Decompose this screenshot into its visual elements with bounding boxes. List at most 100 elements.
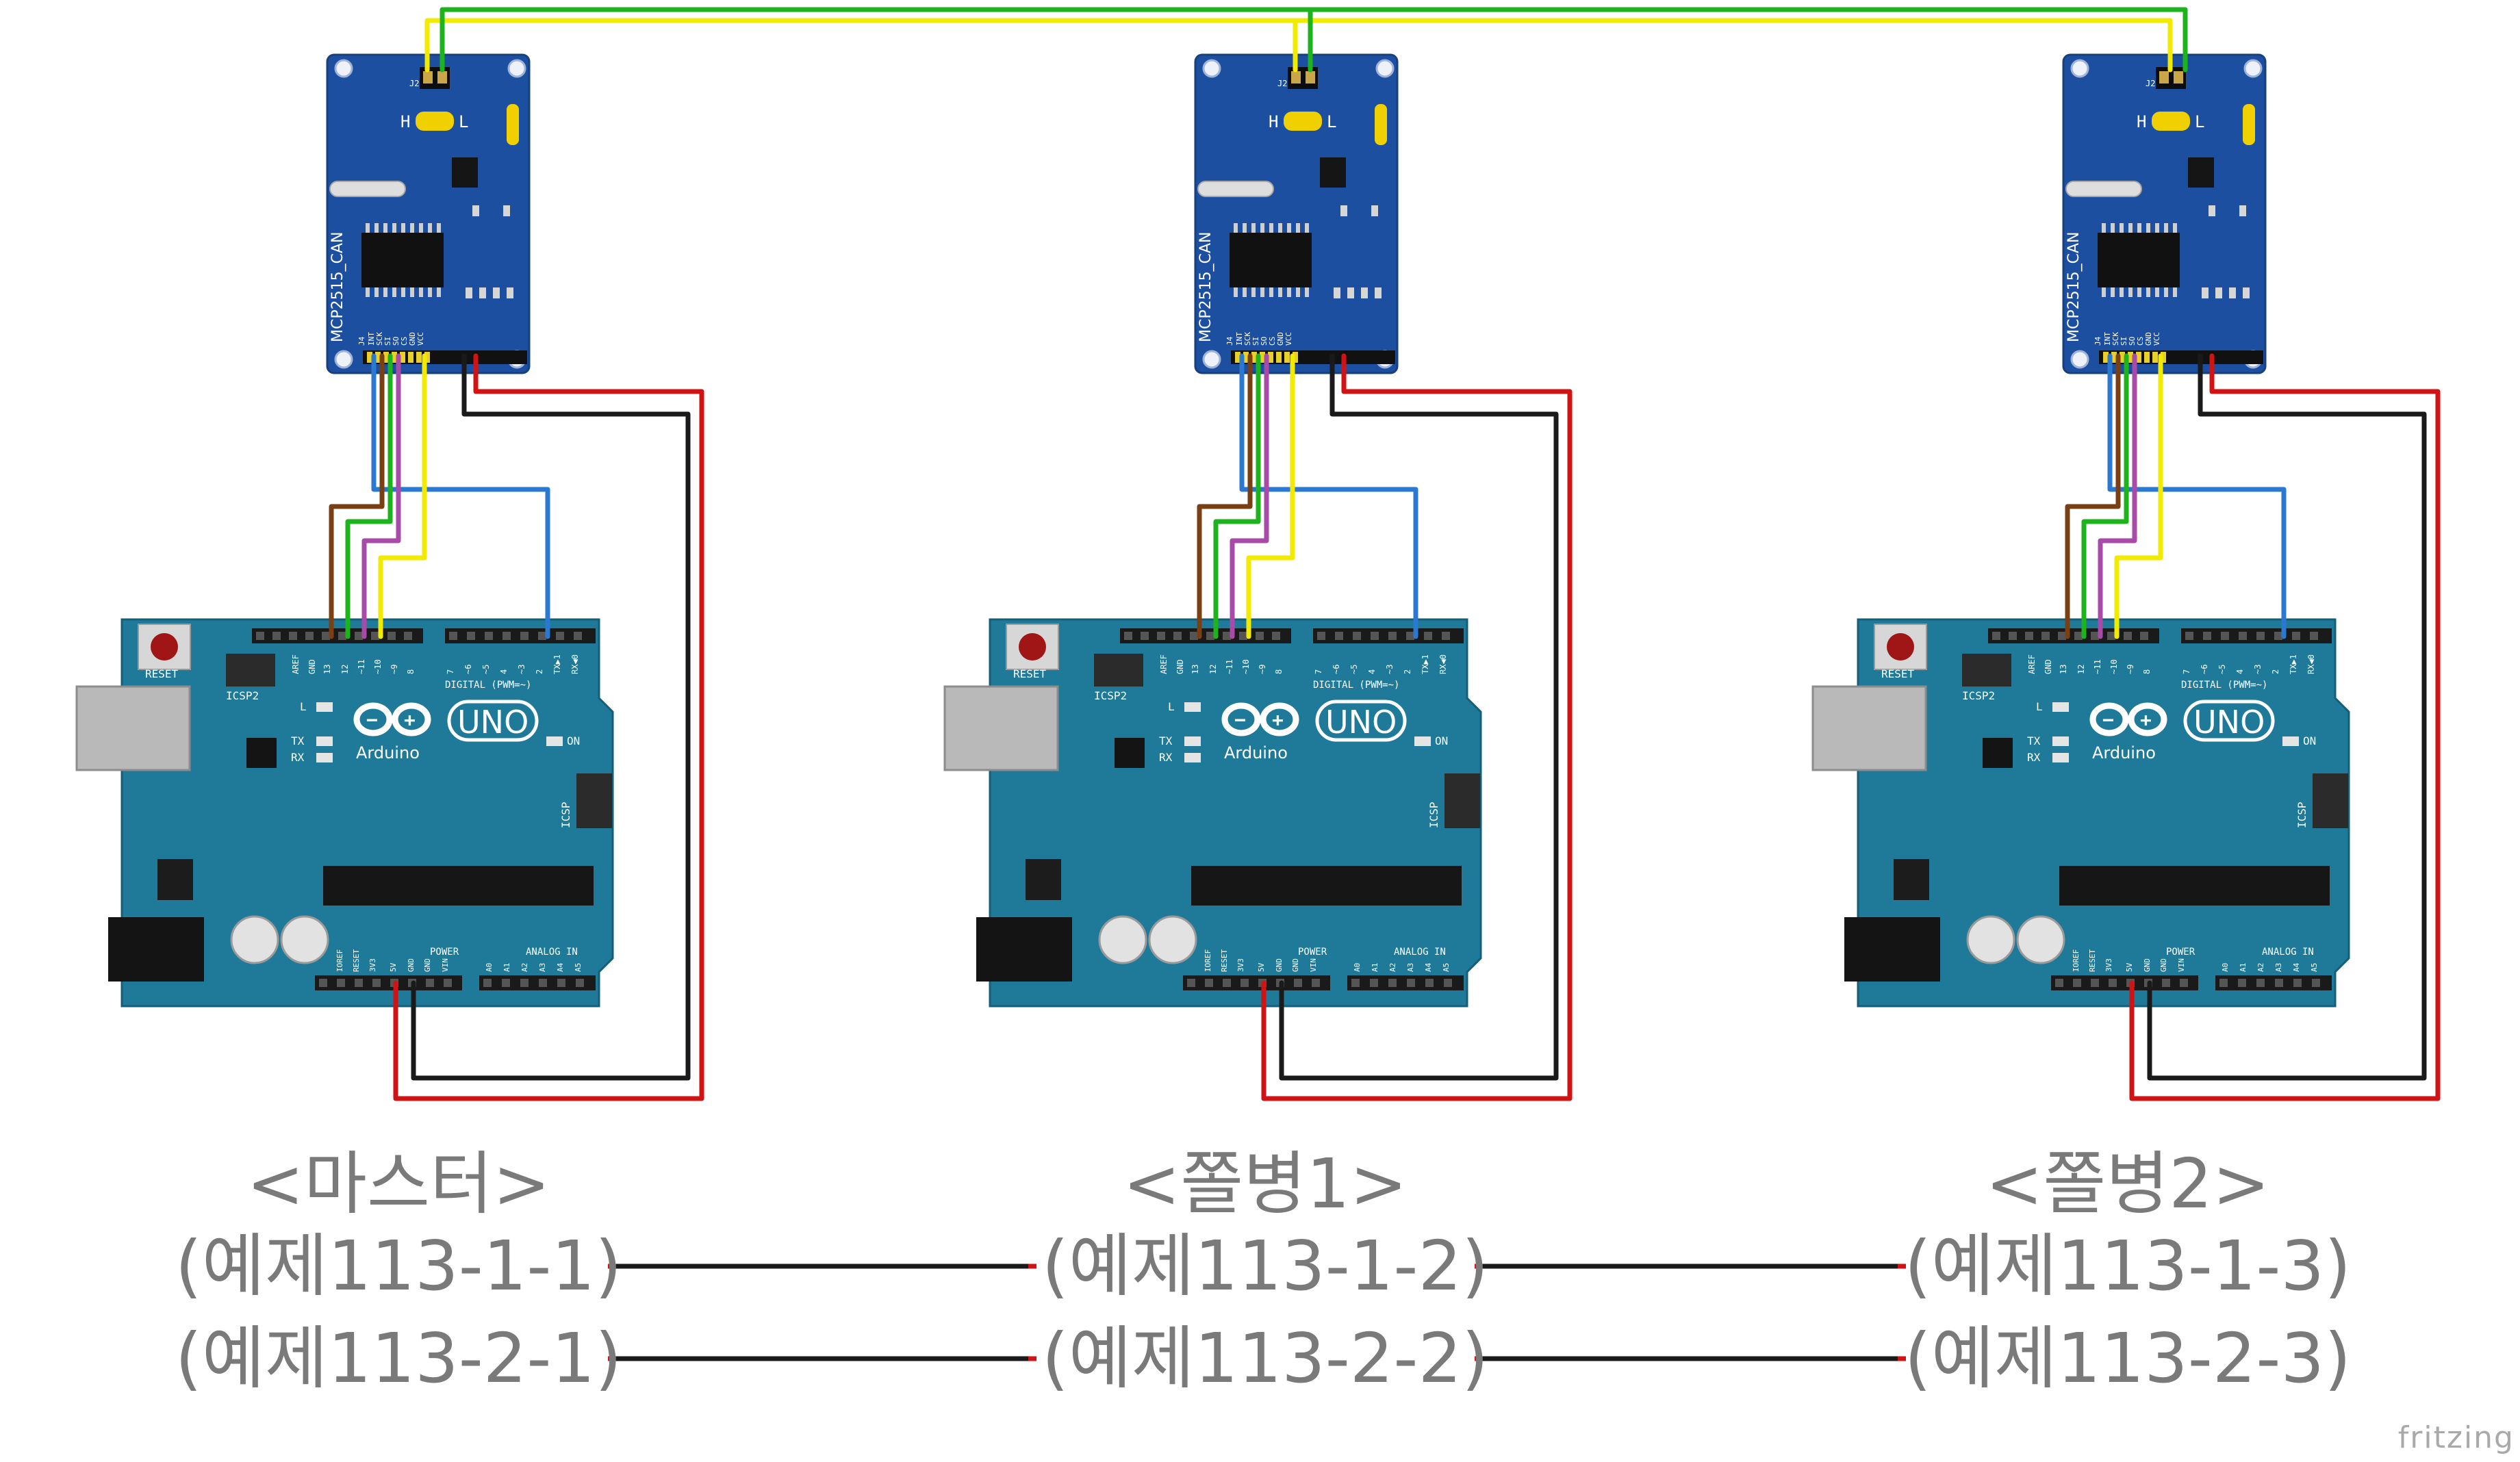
analog-pin-socket — [1444, 979, 1452, 987]
digital-pin-label: 4 — [2235, 669, 2245, 674]
power-pin-socket — [426, 979, 434, 987]
digital-pin-socket — [1317, 632, 1325, 640]
usb-connector — [1811, 685, 1927, 771]
digital-pin-label: RX◀0 — [2306, 654, 2316, 674]
led-label-rx: RX — [291, 751, 305, 764]
digital-pin-label: 13 — [322, 665, 332, 674]
icsp-label: ICSP — [559, 801, 572, 828]
transceiver-chip — [452, 157, 478, 188]
digital-pin-label: ~3 — [517, 665, 526, 674]
analog-pin-socket — [2238, 979, 2246, 987]
icsp2-label: ICSP2 — [226, 689, 259, 702]
side-jumper — [507, 104, 519, 145]
mount-hole — [1202, 350, 1221, 369]
digital-pin-label: ~6 — [1332, 665, 1341, 674]
digital-pin-label: 2 — [535, 669, 544, 674]
led-label-l: L — [2036, 700, 2043, 713]
gnd-label: GND — [2044, 659, 2053, 674]
digital-pin-socket — [2203, 632, 2211, 640]
analog-pin-socket — [2312, 979, 2320, 987]
digital-label: DIGITAL (PWM=~) — [1313, 680, 1399, 691]
led-rx — [2052, 753, 2069, 762]
reset-button — [1874, 624, 1927, 670]
gnd-label: GND — [1175, 659, 1185, 674]
can-h-bus-wire — [424, 18, 2173, 73]
chip-pin — [437, 287, 441, 297]
digital-pin-socket — [485, 632, 493, 640]
example-label-2-2: (예제113-2-2) — [1041, 1318, 1489, 1398]
arduino-logo-left — [1221, 702, 1261, 736]
cs-wire-1 — [378, 353, 427, 639]
digital-pin-socket — [520, 632, 529, 640]
chip-pin — [374, 223, 379, 233]
chip-pin — [1296, 223, 1300, 233]
power-pin-socket — [2055, 979, 2063, 987]
can-pin — [437, 71, 447, 84]
module-name-label: MCP2515_CAN — [1197, 232, 1214, 342]
logo-plus: + — [1272, 708, 1284, 731]
dc-jack — [976, 917, 1072, 982]
module-header-pin — [2103, 352, 2109, 363]
digital-pin-label: 4 — [1367, 669, 1377, 674]
power-pin-socket — [372, 979, 381, 987]
board-role-label-2: <쫄병1> — [1123, 1144, 1408, 1224]
reset-label: RESET — [1013, 667, 1047, 680]
digital-pin-socket — [1272, 632, 1280, 640]
digital-pin-label: TX▶1 — [2289, 654, 2298, 674]
so-wire-1 — [361, 353, 401, 639]
digital-pin-socket — [449, 632, 457, 640]
analog-pin-label: A4 — [1424, 962, 1433, 972]
led-label-rx: RX — [1159, 751, 1173, 764]
module-name-label: MCP2515_CAN — [329, 232, 346, 342]
digital-pin-label: 4 — [499, 669, 509, 674]
power-pin-label: 3V3 — [368, 958, 377, 972]
digital-pin-socket — [2091, 632, 2099, 640]
module-header-pin — [424, 352, 430, 363]
analog-pin-socket — [1425, 979, 1434, 987]
led-on — [2282, 736, 2299, 746]
usb-chip — [246, 738, 277, 768]
chip-pin — [2164, 223, 2168, 233]
chip-pin — [1278, 223, 1282, 233]
logo-plus: + — [404, 708, 416, 731]
module-pin-label: SI — [1251, 337, 1260, 346]
led-label-on: ON — [567, 734, 580, 747]
smd-part — [1375, 287, 1382, 298]
power-label: POWER — [1298, 947, 1327, 958]
led-label-on: ON — [1435, 734, 1448, 747]
jumper-label-h: H — [1269, 112, 1278, 131]
example-label-1-3: (예제113-1-3) — [1904, 1226, 2352, 1306]
power-pin-socket — [1205, 979, 1213, 987]
power-pin-socket — [355, 979, 363, 987]
capacitor — [1098, 915, 1147, 964]
digital-pin-label: 7 — [446, 669, 455, 674]
power-pin-label: GND — [407, 958, 416, 972]
logo-plus: + — [2140, 708, 2152, 731]
mount-hole — [1375, 59, 1395, 78]
digital-pin-label: TX▶1 — [552, 654, 562, 674]
arduino-logo-right — [1260, 702, 1299, 736]
si-wire-3 — [2081, 353, 2129, 639]
chip-pin — [392, 223, 396, 233]
chip-pin — [2155, 223, 2159, 233]
reset-button-cap — [1887, 633, 1914, 661]
analog-pin-socket — [520, 979, 529, 987]
digital-pin-socket — [2274, 632, 2282, 640]
analog-pin-socket — [1351, 979, 1360, 987]
power-pin-socket — [1187, 979, 1195, 987]
digital-pin-socket — [1256, 632, 1264, 640]
int-wire-2 — [1239, 353, 1418, 639]
digital-pin-socket — [1124, 632, 1132, 640]
digital-pin-label: ~9 — [1258, 665, 1267, 674]
example-label-2-1: (예제113-2-1) — [175, 1318, 622, 1398]
module-header-pin — [1268, 352, 1273, 363]
digital-pin-label: ~9 — [390, 665, 399, 674]
chip-pin — [1234, 223, 1238, 233]
power-pin-label: IOREF — [1204, 949, 1212, 972]
power-header — [1183, 975, 1330, 990]
board-role-label-3: <쫄병2> — [1985, 1144, 2270, 1224]
digital-pin-socket — [556, 632, 564, 640]
chip-pin — [1287, 223, 1291, 233]
